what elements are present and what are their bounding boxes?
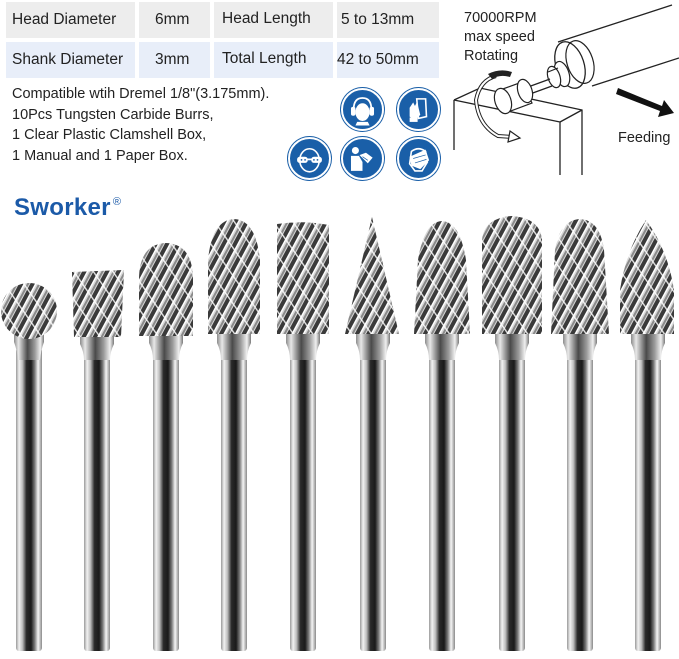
description-line: 1 Clear Plastic Clamshell Box, — [12, 127, 207, 144]
brand-name: Sworker — [14, 194, 111, 221]
spec-value: 42 to 50mm — [337, 42, 439, 78]
spec-value: 3mm — [139, 42, 210, 78]
burr-tree-round — [208, 219, 260, 651]
spec-table: Head Diameter 6mm Head Length 5 to 13mm … — [6, 2, 442, 82]
burr-inverted-cone — [72, 270, 124, 651]
spec-label: Shank Diameter — [6, 42, 135, 78]
burr-oval — [139, 243, 193, 651]
burr-cone-pointed — [345, 217, 399, 651]
gloves-icon — [397, 88, 440, 131]
rotating-feeding-diagram: 70000RPM max speed Rotating Feeding — [440, 0, 679, 200]
rotating-label: Rotating — [464, 48, 519, 64]
description-line: 1 Manual and 1 Paper Box. — [12, 148, 188, 165]
burr-cylinder — [277, 222, 329, 651]
package-description: Compatible wtih Dremel 1/8"(3.175mm). 10… — [12, 84, 269, 167]
burr-ball — [1, 283, 57, 651]
burr-tree-round-small — [414, 221, 470, 651]
ear-protection-icon — [341, 88, 384, 131]
speed-rpm: 70000RPM — [464, 10, 537, 26]
read-manual-icon — [341, 137, 384, 180]
burr-flame — [620, 220, 674, 651]
spec-label: Head Diameter — [6, 2, 135, 38]
brand-logo: Sworker® — [14, 194, 121, 222]
spec-row: Shank Diameter 3mm Total Length 42 to 50… — [6, 42, 442, 78]
face-mask-icon — [397, 137, 440, 180]
burr-tree-round-tall — [551, 219, 609, 651]
burr-ball-nose-cylinder — [482, 216, 542, 651]
spec-row: Head Diameter 6mm Head Length 5 to 13mm — [6, 2, 442, 38]
spec-value: 6mm — [139, 2, 210, 38]
spec-label: Total Length — [214, 42, 333, 78]
registered-mark: ® — [112, 196, 122, 208]
description-line: Compatible wtih Dremel 1/8"(3.175mm). — [12, 86, 270, 102]
speed-label: max speed — [464, 29, 535, 45]
feeding-label: Feeding — [618, 130, 671, 146]
spec-value: 5 to 13mm — [337, 2, 439, 38]
spec-label: Head Length — [214, 2, 333, 38]
eye-protection-icon — [288, 137, 331, 180]
description-line: 10Pcs Tungsten Carbide Burrs, — [12, 106, 214, 123]
